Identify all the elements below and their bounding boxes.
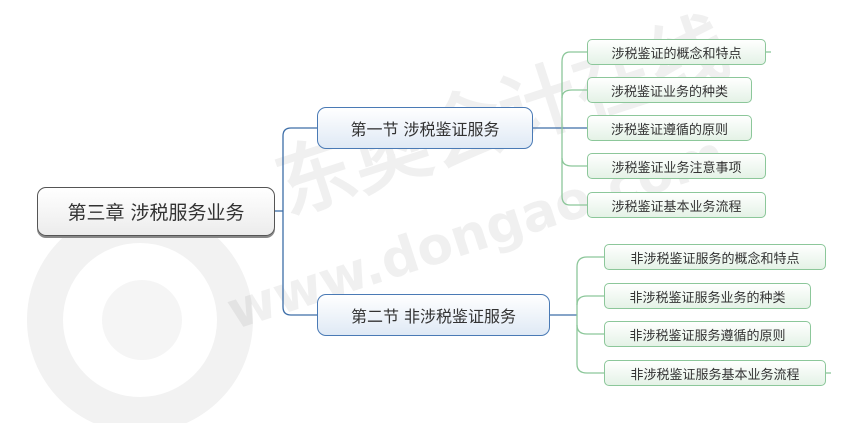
section-node-2[interactable]: 第二节 非涉税鉴证服务 [317,294,550,336]
leaf-node[interactable]: 涉税鉴证的概念和特点 [587,39,766,65]
root-node-label: 第三章 涉税服务业务 [67,202,245,224]
leaf-node-label: 非涉税鉴证服务遵循的原则 [629,328,786,344]
leaf-node[interactable]: 非涉税鉴证服务的概念和特点 [604,244,826,270]
leaf-node[interactable]: 涉税鉴证业务的种类 [587,77,752,103]
leaf-node-label: 涉税鉴证遵循的原则 [610,122,728,138]
section-node-1[interactable]: 第一节 涉税鉴证服务 [317,107,533,149]
leaf-node[interactable]: 涉税鉴证业务注意事项 [587,153,766,179]
leaf-node[interactable]: 涉税鉴证基本业务流程 [587,192,766,218]
leaf-node-label: 非涉税鉴证服务基本业务流程 [630,367,800,383]
leaf-node-label: 涉税鉴证基本业务流程 [611,199,742,215]
leaf-node-label: 非涉税鉴证服务业务的种类 [629,290,786,306]
leaf-node[interactable]: 非涉税鉴证服务遵循的原则 [604,321,811,347]
leaf-node-label: 非涉税鉴证服务的概念和特点 [630,251,800,267]
leaf-node[interactable]: 涉税鉴证遵循的原则 [587,115,752,141]
leaf-node[interactable]: 非涉税鉴证服务基本业务流程 [604,360,826,386]
section-node-label: 第二节 非涉税鉴证服务 [350,307,517,326]
leaf-node[interactable]: 非涉税鉴证服务业务的种类 [604,283,811,309]
leaf-node-label: 涉税鉴证的概念和特点 [611,46,742,62]
root-node[interactable]: 第三章 涉税服务业务 [37,187,275,236]
section-node-label: 第一节 涉税鉴证服务 [350,120,500,139]
leaf-node-label: 涉税鉴证业务注意事项 [611,160,742,176]
leaf-node-label: 涉税鉴证业务的种类 [610,84,728,100]
